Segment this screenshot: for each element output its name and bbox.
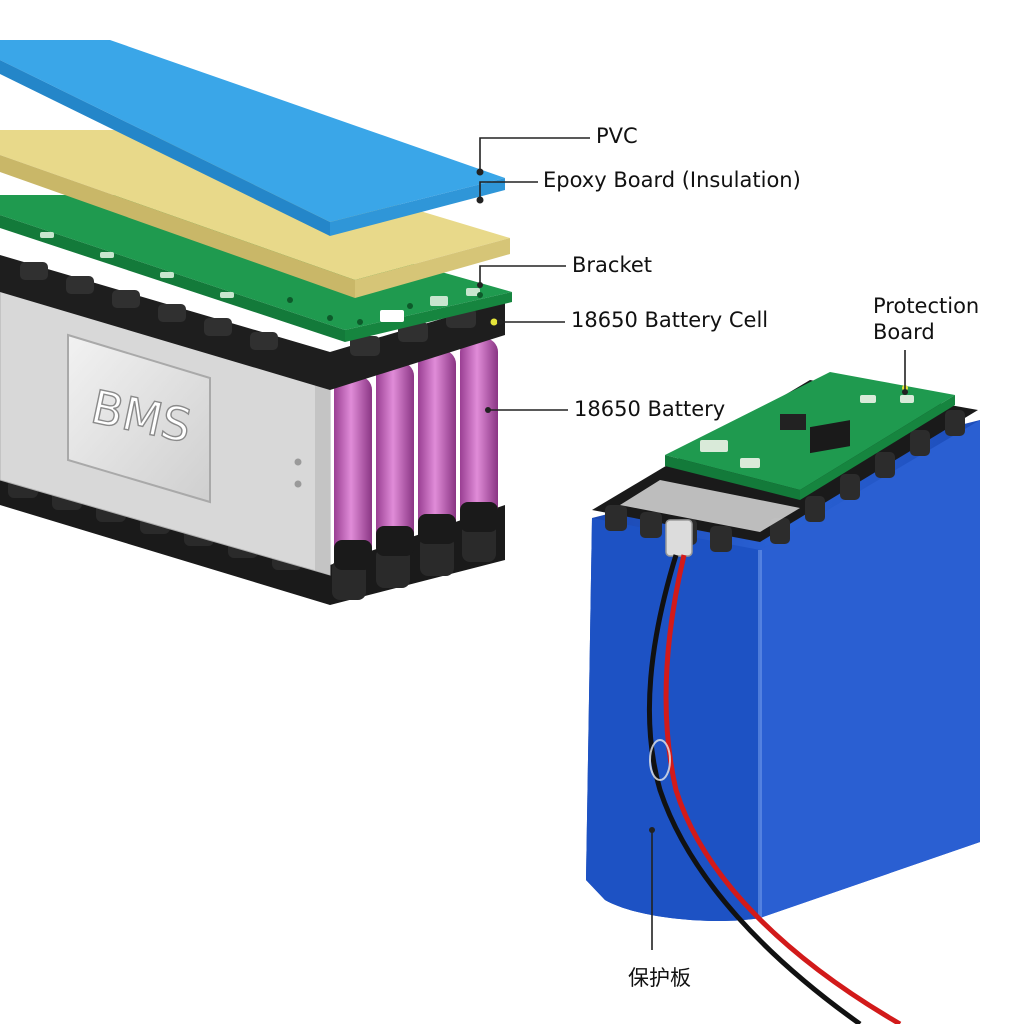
leader-line-epoxy bbox=[479, 181, 538, 200]
cell-holder-top bbox=[0, 255, 505, 390]
battery-cell bbox=[334, 376, 372, 568]
pvc-film bbox=[0, 40, 505, 236]
wire-connector bbox=[665, 519, 693, 557]
plate-screw bbox=[294, 458, 302, 466]
label-battery: 18650 Battery bbox=[574, 397, 726, 421]
battery-cells bbox=[334, 338, 498, 570]
label-bracket: Bracket bbox=[572, 253, 653, 277]
label-battery-cell: 18650 Battery Cell bbox=[571, 308, 769, 332]
assembled-pack bbox=[586, 372, 980, 1024]
leader-lines bbox=[476, 137, 908, 950]
exploded-pack: BMS bbox=[0, 40, 512, 605]
plate-screw bbox=[294, 480, 302, 488]
leader-line-bracket bbox=[479, 265, 566, 285]
battery-cell bbox=[376, 362, 414, 554]
label-epoxy-board: Epoxy Board (Insulation) bbox=[543, 168, 801, 192]
battery-cell bbox=[418, 350, 456, 540]
label-protection-board-cn: 保护板 bbox=[628, 966, 691, 990]
battery-cell bbox=[460, 338, 498, 526]
epoxy-board bbox=[0, 130, 510, 298]
black-wire bbox=[646, 554, 862, 1024]
label-pvc: PVC bbox=[596, 124, 638, 148]
bms-plate: BMS bbox=[67, 333, 211, 504]
protection-pcb bbox=[665, 372, 955, 500]
leader-line-pvc bbox=[479, 137, 590, 172]
label-protection-board: Protection Board bbox=[873, 294, 980, 344]
red-wire bbox=[663, 554, 902, 1024]
